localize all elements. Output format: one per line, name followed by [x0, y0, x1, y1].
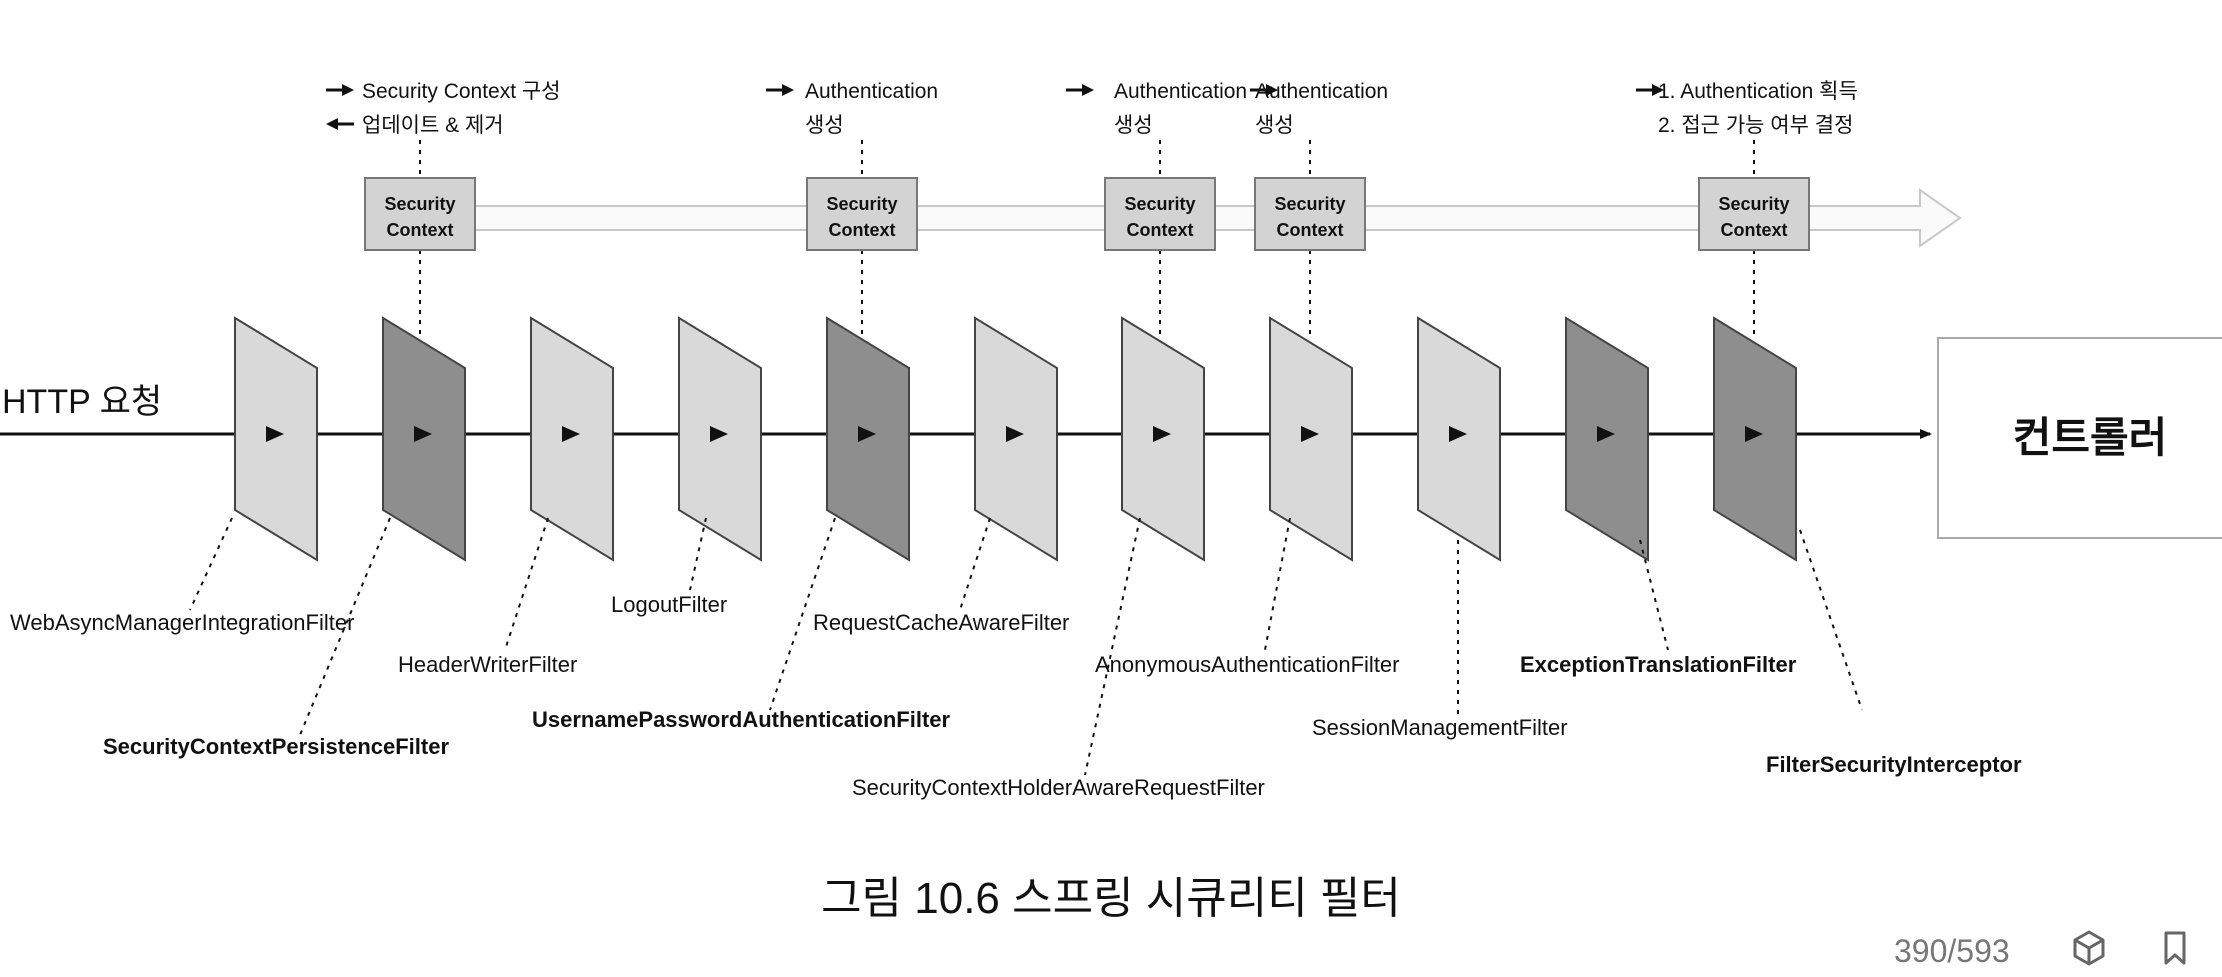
flow-arrowhead: [858, 426, 876, 442]
bookmark-icon[interactable]: [2156, 928, 2194, 968]
filter-label: SessionManagementFilter: [1312, 715, 1568, 740]
arrow-right-icon: [1082, 84, 1094, 96]
filter-panel: [1713, 316, 1797, 562]
flow-arrowhead: [1301, 426, 1319, 442]
filter-label: WebAsyncManagerIntegrationFilter: [10, 610, 354, 635]
filter-panel: [678, 316, 762, 562]
context-note: Authentication 생성: [1250, 80, 1388, 137]
label-leader-line: [1084, 517, 1141, 776]
context-note: 1. Authentication 획득 2. 접근 가능 여부 결정: [1636, 80, 1858, 137]
context-note-line: 업데이트 & 제거: [362, 114, 504, 137]
flow-arrowhead: [562, 426, 580, 442]
filter-label: FilterSecurityInterceptor: [1766, 752, 2022, 777]
security-context-box: SecurityContext: [1254, 140, 1366, 340]
page-counter: 390/593: [1894, 933, 2010, 969]
label-leader-line: [959, 517, 991, 611]
filter-panel: [1121, 316, 1205, 562]
filter-panels: [234, 316, 1797, 562]
filter-panel: [974, 316, 1058, 562]
security-context-label: Context: [1127, 220, 1194, 240]
arrow-right-icon: [782, 84, 794, 96]
security-context-label: Security: [384, 194, 455, 214]
context-note-line: 2. 접근 가능 여부 결정: [1658, 114, 1853, 137]
security-context-label: Context: [1721, 220, 1788, 240]
filter-panel: [1417, 316, 1501, 562]
context-note: Authentication 생성: [1066, 80, 1247, 137]
context-note-line: Authentication: [805, 80, 938, 103]
label-leader-line: [504, 517, 549, 651]
http-request-label: HTTP 요청: [2, 383, 162, 421]
filter-label: LogoutFilter: [611, 592, 727, 617]
filter-label: SecurityContextHolderAwareRequestFilter: [852, 775, 1265, 800]
context-note-line: 1. Authentication 획득: [1658, 80, 1858, 103]
arrow-right-icon: [342, 84, 354, 96]
controller-box: 컨트롤러: [1937, 337, 2222, 539]
security-context-label: Security: [1718, 194, 1789, 214]
security-context-boxes: SecurityContextSecurityContextSecurityCo…: [364, 140, 1810, 340]
security-context-label: Context: [829, 220, 896, 240]
flow-arrowhead: [1153, 426, 1171, 442]
context-note-line: 생성: [1114, 114, 1153, 137]
security-context-label: Context: [387, 220, 454, 240]
security-context-box: SecurityContext: [1698, 140, 1810, 340]
flow-arrowhead: [414, 426, 432, 442]
figure-caption: 그림 10.6 스프링 시큐리티 필터: [821, 874, 1401, 923]
filter-labels: WebAsyncManagerIntegrationFilterSecurity…: [10, 517, 2022, 800]
label-leader-line: [769, 517, 836, 711]
filter-label: UsernamePasswordAuthenticationFilter: [532, 707, 951, 732]
context-note-line: 생성: [1255, 114, 1294, 137]
arrow-left-icon: [326, 118, 338, 130]
filter-label: RequestCacheAwareFilter: [813, 610, 1069, 635]
filter-label: SecurityContextPersistenceFilter: [103, 734, 449, 759]
security-context-label: Security: [1124, 194, 1195, 214]
filter-panel: [382, 316, 466, 562]
flow-arrowhead: [1745, 426, 1763, 442]
label-leader-line: [689, 517, 707, 591]
arrow-right-icon: [1652, 84, 1664, 96]
context-note: Authentication 생성: [766, 80, 938, 137]
label-leader-line: [189, 517, 233, 611]
arrow-right-icon: [1266, 84, 1278, 96]
filter-label: AnonymousAuthenticationFilter: [1095, 652, 1400, 677]
context-note-line: Security Context 구성: [362, 80, 561, 103]
security-context-label: Security: [826, 194, 897, 214]
filter-label: ExceptionTranslationFilter: [1520, 652, 1797, 677]
flow-arrowhead: [1449, 426, 1467, 442]
context-note-line: 생성: [805, 114, 844, 137]
filter-panel: [234, 316, 318, 562]
label-leader-line: [1799, 529, 1863, 711]
filter-panel: [1565, 316, 1649, 562]
flow-arrowhead: [1597, 426, 1615, 442]
filter-panel: [1269, 316, 1353, 562]
controller-label: 컨트롤러: [2013, 414, 2168, 461]
flow-arrowhead: [1006, 426, 1024, 442]
context-note-line: Authentication: [1114, 80, 1247, 103]
security-context-box: SecurityContext: [1104, 140, 1216, 340]
security-context-label: Context: [1277, 220, 1344, 240]
filter-label: HeaderWriterFilter: [398, 652, 577, 677]
context-note-line: Authentication: [1255, 80, 1388, 103]
flow-arrowhead: [710, 426, 728, 442]
flow-arrowhead: [266, 426, 284, 442]
security-context-box: SecurityContext: [806, 140, 918, 340]
security-context-box: SecurityContext: [364, 140, 476, 340]
filter-panel: [826, 316, 910, 562]
security-context-label: Security: [1274, 194, 1345, 214]
cube-icon[interactable]: [2070, 928, 2108, 968]
filter-panel: [530, 316, 614, 562]
label-leader-line: [1264, 517, 1291, 651]
